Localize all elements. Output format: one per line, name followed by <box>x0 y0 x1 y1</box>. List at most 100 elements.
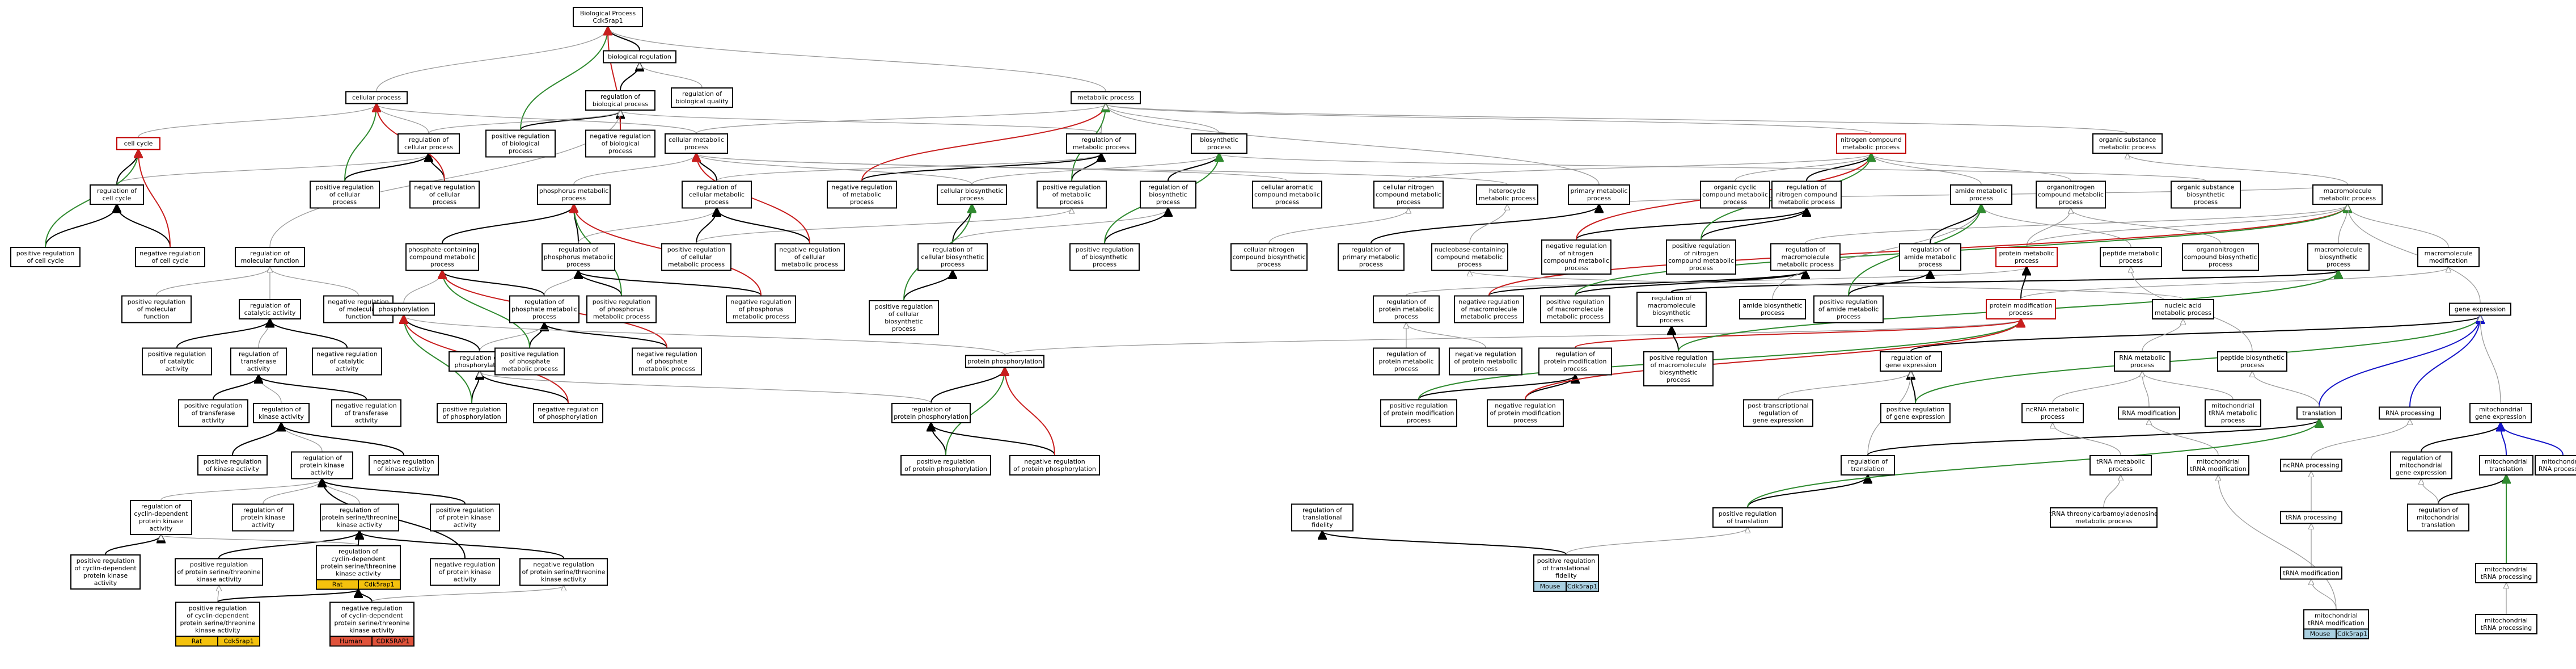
go-term-oncbp[interactable]: organonitrogen compound biosynthetic pro… <box>2182 243 2259 271</box>
go-term-prmacbp[interactable]: positive regulation of macromolecule bio… <box>1643 351 1714 386</box>
go-term-nrkinact[interactable]: negative regulation of kinase activity <box>369 455 439 476</box>
go-term-rmttransl[interactable]: regulation of mitochondrial translation <box>2407 503 2469 532</box>
go-term-rcdpk[interactable]: regulation of cyclin-dependent protein k… <box>130 500 192 535</box>
go-term-osmp[interactable]: organic substance metabolic process <box>2092 133 2163 154</box>
go-term-rbiop[interactable]: regulation of biosynthetic process <box>1140 180 1196 209</box>
go-term-hmp[interactable]: heterocycle metabolic process <box>1476 184 1538 205</box>
go-term-rprotmod[interactable]: regulation of protein modification proce… <box>1538 347 1612 376</box>
go-term-nrcmp[interactable]: negative regulation of cellular metaboli… <box>775 243 845 271</box>
go-term-prcdpk[interactable]: positive regulation of cyclin-dependent … <box>70 554 141 590</box>
go-term-ncrnamp[interactable]: ncRNA metabolic process <box>2021 403 2084 423</box>
go-term-protmp[interactable]: protein metabolic process <box>1995 247 2058 267</box>
go-term-pos_mf[interactable]: positive regulation of molecular functio… <box>121 295 192 323</box>
go-term-rmp[interactable]: regulation of metabolic process <box>1066 133 1136 154</box>
go-term-cp[interactable]: cellular process <box>345 91 408 104</box>
go-term-rmtgexp[interactable]: regulation of mitochondrial gene express… <box>2390 451 2452 479</box>
go-term-cncmp[interactable]: cellular nitrogen compound metabolic pro… <box>1373 180 1444 209</box>
go-term-rcatact[interactable]: regulation of catalytic activity <box>239 299 301 319</box>
go-term-prcc[interactable]: positive regulation of cell cycle <box>10 247 81 267</box>
go-term-prpstk[interactable]: positive regulation of protein serine/th… <box>175 558 263 586</box>
go-term-rbq[interactable]: regulation of biological quality <box>671 87 733 108</box>
go-term-ramp[interactable]: regulation of amide metabolic process <box>1899 243 1961 271</box>
go-term-rmacmp[interactable]: regulation of macromolecule metabolic pr… <box>1770 243 1841 271</box>
go-term-gexp[interactable]: gene expression <box>2449 302 2511 316</box>
go-term-rprotmp2[interactable]: regulation of protein metabolic process <box>1373 347 1440 376</box>
go-term-rtf[interactable]: regulation of translational fidelity <box>1291 503 1353 532</box>
go-term-nrncmp[interactable]: negative regulation of nitrogen compound… <box>1541 239 1611 275</box>
go-term-rbp[interactable]: regulation of biological process <box>585 90 655 111</box>
go-term-rprotkin[interactable]: regulation of protein kinase activity <box>291 451 353 479</box>
go-term-mtrnaproc2[interactable]: mitochondrial tRNA processing <box>2475 563 2537 583</box>
go-term-prgexp[interactable]: positive regulation of gene expression <box>1880 403 1951 423</box>
go-term-rcc[interactable]: regulation of cell cycle <box>90 184 144 205</box>
go-term-bp[interactable]: Biological Process Cdk5rap1 <box>573 7 643 27</box>
go-term-nrmacmp[interactable]: negative regulation of macromolecule met… <box>1454 295 1524 323</box>
go-term-cncbp[interactable]: cellular nitrogen compound biosynthetic … <box>1230 243 1308 271</box>
go-term-rnamod[interactable]: RNA modification <box>2118 406 2180 420</box>
go-term-rmacbp[interactable]: regulation of macromolecule biosynthetic… <box>1636 292 1707 327</box>
go-term-rnamp[interactable]: RNA metabolic process <box>2114 351 2171 372</box>
go-term-camp[interactable]: cellular aromatic compound metabolic pro… <box>1252 180 1322 209</box>
go-term-rprotkin2[interactable]: regulation of protein kinase activity <box>232 503 294 532</box>
go-term-prcp[interactable]: positive regulation of cellular process <box>310 180 380 209</box>
go-term-trnaproc[interactable]: tRNA processing <box>2280 511 2342 524</box>
go-term-macmp[interactable]: macromolecule metabolic process <box>2312 184 2383 205</box>
go-term-nrprotphos[interactable]: negative regulation of protein phosphory… <box>1009 455 1100 476</box>
go-term-rgexp[interactable]: regulation of gene expression <box>1880 351 1942 372</box>
go-term-prcatact[interactable]: positive regulation of catalytic activit… <box>142 347 212 376</box>
go-term-nrpstk[interactable]: negative regulation of protein serine/th… <box>519 558 608 586</box>
go-term-rprotmp[interactable]: regulation of protein metabolic process <box>1373 295 1440 323</box>
go-term-nrmp[interactable]: negative regulation of metabolic process <box>827 180 897 209</box>
go-term-rpmp[interactable]: regulation of primary metabolic process <box>1338 243 1405 271</box>
go-term-prkinact[interactable]: positive regulation of kinase activity <box>197 455 268 476</box>
go-term-nrprotmp[interactable]: negative regulation of protein metabolic… <box>1449 347 1522 376</box>
go-term-prncmp[interactable]: positive regulation of nitrogen compound… <box>1666 239 1736 275</box>
go-term-ncrnaproc[interactable]: ncRNA processing <box>2280 458 2342 472</box>
go-term-prbiop[interactable]: positive regulation of biosynthetic proc… <box>1069 243 1140 271</box>
go-term-rncmp[interactable]: regulation of nitrogen compound metaboli… <box>1771 180 1842 209</box>
go-term-pramp[interactable]: positive regulation of amide metabolic p… <box>1813 295 1884 323</box>
go-term-prcdpstk[interactable]: positive regulation of cyclin-dependent … <box>175 601 260 647</box>
go-term-mtrnamp[interactable]: mitochondrial tRNA metabolic process <box>2205 399 2261 427</box>
go-term-mtgexp[interactable]: mitochondrial gene expression <box>2469 403 2532 423</box>
go-term-rtransl[interactable]: regulation of translation <box>1841 455 1895 476</box>
go-term-ptrge[interactable]: post-transcriptional regulation of gene … <box>1743 399 1813 427</box>
go-term-rprotphos[interactable]: regulation of protein phosphorylation <box>891 403 971 423</box>
go-term-rcbp[interactable]: regulation of cellular biosynthetic proc… <box>917 243 988 271</box>
go-term-protphos[interactable]: protein phosphorylation <box>965 355 1044 368</box>
go-term-nrphos[interactable]: negative regulation of phosphorylation <box>533 403 603 423</box>
go-term-amp[interactable]: amide metabolic process <box>1950 184 2012 205</box>
go-term-prpcmp[interactable]: positive regulation of phosphate metabol… <box>494 347 565 376</box>
go-term-rcmp[interactable]: regulation of cellular metabolic process <box>682 180 752 209</box>
go-term-prphos[interactable]: positive regulation of phosphorylation <box>437 403 507 423</box>
go-term-rphmp[interactable]: regulation of phosphorus metabolic proce… <box>542 243 615 271</box>
go-term-cbp[interactable]: cellular biosynthetic process <box>937 184 1007 205</box>
go-term-nrprotkin[interactable]: negative regulation of protein kinase ac… <box>430 558 500 586</box>
go-term-rpcmp[interactable]: regulation of phosphate metabolic proces… <box>509 295 580 323</box>
go-term-nrprotmod[interactable]: negative regulation of protein modificat… <box>1487 399 1564 427</box>
go-term-transl[interactable]: translation <box>2296 406 2342 420</box>
go-term-nrpcmp[interactable]: negative regulation of phosphate metabol… <box>632 347 702 376</box>
go-term-phosph[interactable]: phosphorylation <box>373 302 435 316</box>
go-term-rmf[interactable]: regulation of molecular function <box>235 247 305 267</box>
go-term-prmp[interactable]: positive regulation of metabolic process <box>1037 180 1107 209</box>
go-term-protmod[interactable]: protein modification process <box>1986 299 2056 319</box>
go-term-cmp[interactable]: cellular metabolic process <box>665 133 728 154</box>
go-term-trnamp[interactable]: tRNA metabolic process <box>2089 455 2152 476</box>
go-term-nampm[interactable]: nucleic acid metabolic process <box>2152 299 2214 319</box>
go-term-nrcp[interactable]: negative regulation of cellular process <box>409 180 480 209</box>
go-term-prphmp[interactable]: positive regulation of phosphorus metabo… <box>586 295 657 323</box>
go-term-prtf[interactable]: positive regulation of translational fid… <box>1533 554 1599 592</box>
go-term-mtrnathio[interactable]: mitochondrial tRNA processing <box>2475 614 2537 634</box>
go-term-mtrnaproc[interactable]: mitochondrial RNA processing <box>2535 455 2576 476</box>
go-term-ncmp[interactable]: nitrogen compound metabolic process <box>1836 133 1906 154</box>
go-term-prprotphos[interactable]: positive regulation of protein phosphory… <box>900 455 991 476</box>
go-term-prtransl[interactable]: positive regulation of translation <box>1712 507 1783 528</box>
go-term-nrbp[interactable]: negative regulation of biological proces… <box>585 129 655 158</box>
go-term-pcmp[interactable]: phosphate-containing compound metabolic … <box>405 243 479 271</box>
go-term-trnathr[interactable]: tRNA threonylcarbamoyladenosine metaboli… <box>2049 507 2158 528</box>
go-term-rcp[interactable]: regulation of cellular process <box>397 133 460 154</box>
go-term-occmp[interactable]: organic cyclic compound metabolic proces… <box>1700 180 1770 209</box>
go-term-prprotkin[interactable]: positive regulation of protein kinase ac… <box>430 503 500 532</box>
